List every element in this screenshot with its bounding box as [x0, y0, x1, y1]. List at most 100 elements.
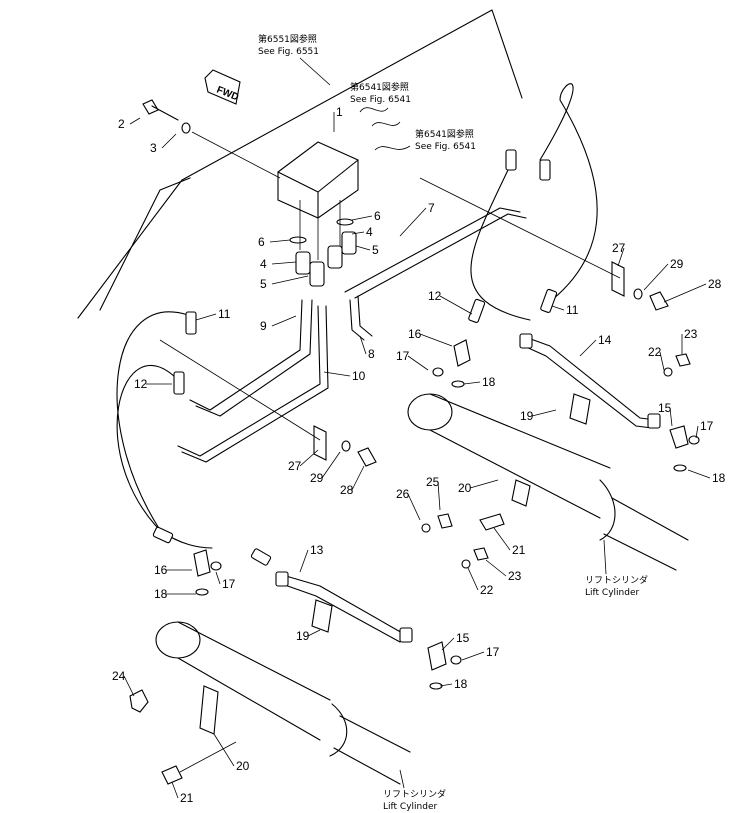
- callout-number: 23: [684, 327, 698, 341]
- callout-number: 21: [180, 791, 194, 805]
- washer-22-upper: [663, 367, 673, 377]
- callout-number: 4: [260, 257, 267, 271]
- callout-number: 16: [154, 563, 168, 577]
- callout-leader: [493, 527, 511, 551]
- ref-leader: [299, 57, 331, 86]
- callout-number: 29: [670, 257, 684, 271]
- callout-number: 13: [310, 543, 324, 557]
- callout-number: 23: [508, 569, 522, 583]
- elbow-15-lower: [427, 641, 462, 690]
- hose-left-inner: [116, 364, 179, 541]
- callout-number: 5: [372, 243, 379, 257]
- callout-leader: [299, 549, 309, 573]
- callout-leader: [687, 469, 711, 479]
- callout-number: 11: [218, 307, 231, 321]
- callout-leader: [695, 425, 699, 439]
- callout-leader: [215, 571, 221, 585]
- callout-leader: [437, 481, 441, 511]
- callout-leader: [467, 567, 479, 591]
- callout-leader: [351, 231, 365, 235]
- ref-fig6551-en: See Fig. 6551: [258, 47, 319, 57]
- callout-number: 29: [310, 471, 324, 485]
- callout-leader: [461, 651, 485, 661]
- callout-number: 16: [408, 327, 422, 341]
- bolt-2: [142, 99, 179, 121]
- callout-number: 9: [260, 319, 267, 333]
- callout-number: 17: [396, 349, 410, 363]
- callout-leader: [321, 451, 341, 479]
- callout-number: 28: [708, 277, 722, 291]
- callout-leader: [271, 275, 309, 285]
- callout-leader: [551, 305, 565, 311]
- callout-number: 19: [520, 409, 534, 423]
- ref-fig6541b-en: See Fig. 6541: [415, 142, 476, 152]
- elbow-16-upper: [432, 339, 471, 388]
- callout-leader: [617, 247, 625, 267]
- callout-number: 11: [566, 303, 579, 317]
- bracket-axis-right: [419, 177, 621, 279]
- cylinder-left-jp: リフトシリンダ: [383, 788, 446, 800]
- callout-number: 6: [374, 209, 381, 223]
- lift-cylinder-left: [155, 599, 411, 785]
- callout-leader: [269, 239, 291, 243]
- callout-number: 1: [336, 105, 343, 119]
- callout-number: 10: [352, 369, 366, 383]
- fittings-4-5-6: [289, 200, 357, 287]
- bracket-27-upper: [611, 261, 669, 311]
- callout-number: 27: [288, 459, 302, 473]
- callout-leader: [271, 315, 297, 327]
- hose-fitting-11-left: [185, 311, 197, 335]
- callout-leader: [399, 207, 427, 237]
- elbow-15-upper: [669, 425, 700, 472]
- callout-leader: [643, 263, 669, 291]
- callout-number: 6: [258, 235, 265, 249]
- callout-number: 4: [366, 225, 373, 239]
- callout-leader: [659, 351, 665, 371]
- washer-3: [181, 122, 191, 134]
- callout-leader: [439, 295, 473, 315]
- hose-right-inner: [470, 169, 531, 321]
- callout-number: 18: [482, 375, 496, 389]
- callout-number: 22: [648, 345, 662, 359]
- callout-number: 17: [222, 577, 236, 591]
- pin-24: [129, 689, 149, 713]
- bolt-21-axis: [179, 741, 237, 773]
- valve-block: [277, 141, 359, 219]
- hose-fitting-lower-2: [250, 548, 272, 566]
- callout-number: 20: [236, 759, 250, 773]
- callout-leader: [213, 733, 235, 767]
- hose-fitting-lower-1: [152, 526, 174, 544]
- cylinder-right-en: Lift Cylinder: [585, 588, 639, 598]
- callout-number: 12: [134, 377, 148, 391]
- callout-number: 18: [154, 587, 168, 601]
- callout-number: 17: [486, 645, 500, 659]
- callout-number: 24: [112, 669, 126, 683]
- bolt-21-lower: [161, 765, 183, 785]
- callout-number: 26: [396, 487, 410, 501]
- washer-22-lower: [461, 559, 471, 569]
- nut-25: [437, 513, 453, 529]
- pipe-13: [275, 571, 413, 643]
- callout-leader: [123, 675, 135, 697]
- callout-number: 7: [428, 201, 435, 215]
- callout-leader: [441, 637, 455, 651]
- callout-leader: [323, 371, 351, 377]
- callout-number: 20: [458, 481, 472, 495]
- callout-number: 3: [150, 141, 157, 155]
- callout-leader: [171, 781, 179, 799]
- frame-outline-inner: [99, 177, 191, 311]
- lift-cylinder-right: [407, 393, 689, 571]
- ref-links-2: [374, 145, 411, 151]
- callout-number: 28: [340, 483, 354, 497]
- callout-number: 12: [428, 289, 442, 303]
- hose-fitting-top-2: [539, 159, 551, 181]
- callout-leader: [195, 313, 217, 321]
- callout-leader: [161, 133, 177, 149]
- callout-number: 15: [658, 401, 672, 415]
- ref-links: [359, 107, 401, 127]
- callout-number: 27: [612, 241, 626, 255]
- ref-fig6551-jp: 第6551図参照: [258, 33, 317, 45]
- callout-leader: [307, 629, 321, 637]
- callout-number: 8: [368, 347, 375, 361]
